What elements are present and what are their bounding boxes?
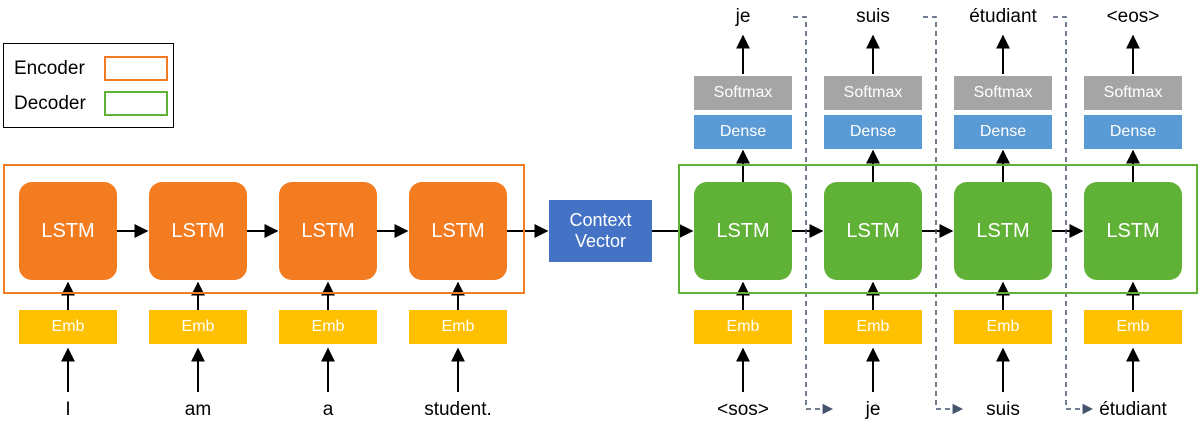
decoder-softmax: Softmax xyxy=(954,76,1052,110)
decoder-emb: Emb xyxy=(694,310,792,344)
feedback-dashed-arrow xyxy=(793,16,834,415)
decoder-frame xyxy=(678,164,1198,294)
context-vector-line2: Vector xyxy=(574,231,627,251)
encoder-input-word: student. xyxy=(424,399,492,420)
decoder-dense: Dense xyxy=(694,115,792,149)
decoder-input-word: suis xyxy=(986,399,1020,420)
decoder-input-word: étudiant xyxy=(1099,399,1167,420)
decoder-dense: Dense xyxy=(954,115,1052,149)
legend-decoder-swatch xyxy=(104,91,168,116)
legend-decoder-label: Decoder xyxy=(14,93,86,114)
encoder-input-word: I xyxy=(65,399,71,420)
decoder-softmax: Softmax xyxy=(824,76,922,110)
decoder-output-word: étudiant xyxy=(969,6,1037,27)
decoder-lstm-cell: LSTM xyxy=(954,182,1052,280)
encoder-lstm-cell: LSTM xyxy=(279,182,377,280)
decoder-softmax: Softmax xyxy=(694,76,792,110)
decoder-dense: Dense xyxy=(824,115,922,149)
encoder-emb: Emb xyxy=(279,310,377,344)
encoder-frame xyxy=(3,164,525,294)
context-vector-line1: Context xyxy=(569,210,632,230)
legend: Encoder Decoder xyxy=(3,43,174,128)
encoder-emb: Emb xyxy=(409,310,507,344)
feedback-dashed-arrow xyxy=(1053,16,1094,415)
encoder-emb: Emb xyxy=(149,310,247,344)
encoder-input-word: am xyxy=(184,399,212,420)
encoder-lstm-cell: LSTM xyxy=(19,182,117,280)
decoder-emb: Emb xyxy=(1084,310,1182,344)
encoder-lstm-cell: LSTM xyxy=(149,182,247,280)
decoder-input-word: je xyxy=(865,399,881,420)
feedback-dashed-arrow xyxy=(923,16,964,415)
encoder-input-word: a xyxy=(322,399,334,420)
legend-encoder-swatch xyxy=(104,56,168,81)
decoder-lstm-cell: LSTM xyxy=(1084,182,1182,280)
decoder-emb: Emb xyxy=(954,310,1052,344)
decoder-output-word: <eos> xyxy=(1106,6,1160,27)
context-vector: Context Vector xyxy=(549,200,652,262)
decoder-input-word: <sos> xyxy=(717,399,769,420)
decoder-dense: Dense xyxy=(1084,115,1182,149)
encoder-emb: Emb xyxy=(19,310,117,344)
decoder-lstm-cell: LSTM xyxy=(824,182,922,280)
encoder-lstm-cell: LSTM xyxy=(409,182,507,280)
decoder-lstm-cell: LSTM xyxy=(694,182,792,280)
decoder-emb: Emb xyxy=(824,310,922,344)
decoder-output-word: je xyxy=(735,6,751,27)
legend-encoder-label: Encoder xyxy=(14,58,85,79)
decoder-softmax: Softmax xyxy=(1084,76,1182,110)
decoder-output-word: suis xyxy=(856,6,890,27)
